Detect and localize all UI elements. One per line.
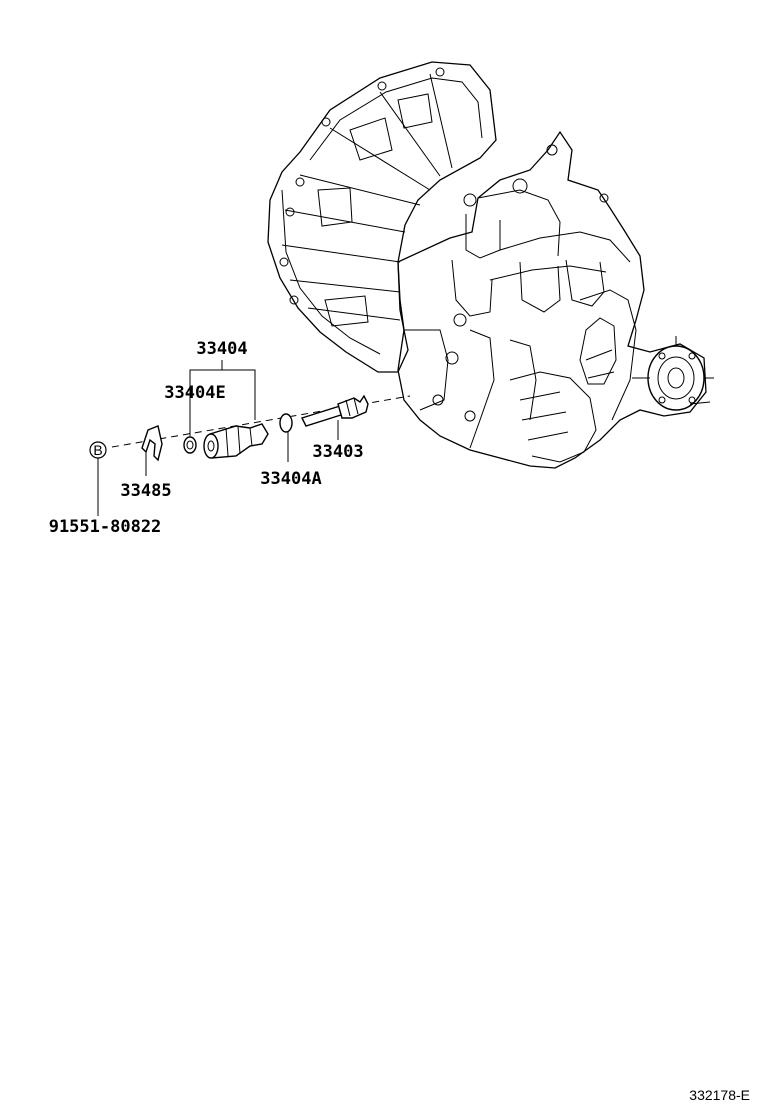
alignment-dash-line <box>111 395 411 448</box>
bolt-marker-letter: B <box>93 442 102 458</box>
seal-33404e <box>183 436 197 454</box>
label-91551-80822: 91551-80822 <box>49 517 162 537</box>
o-ring-33404a <box>279 413 293 433</box>
label-33485: 33485 <box>120 481 171 501</box>
figure-code: 332178-E <box>689 1087 750 1103</box>
label-33404: 33404 <box>196 339 247 359</box>
driven-gear-33403 <box>301 394 369 427</box>
label-33404a: 33404A <box>260 469 321 489</box>
transmission-assembly <box>267 61 714 469</box>
sleeve-33404 <box>203 423 269 459</box>
label-33403: 33403 <box>312 442 363 462</box>
bolt-marker: B <box>89 441 107 459</box>
label-33404e: 33404E <box>164 383 225 403</box>
clip-33485 <box>141 425 163 462</box>
leader-lines <box>97 360 339 516</box>
output-flange <box>647 345 705 411</box>
transmission-case <box>397 130 707 469</box>
